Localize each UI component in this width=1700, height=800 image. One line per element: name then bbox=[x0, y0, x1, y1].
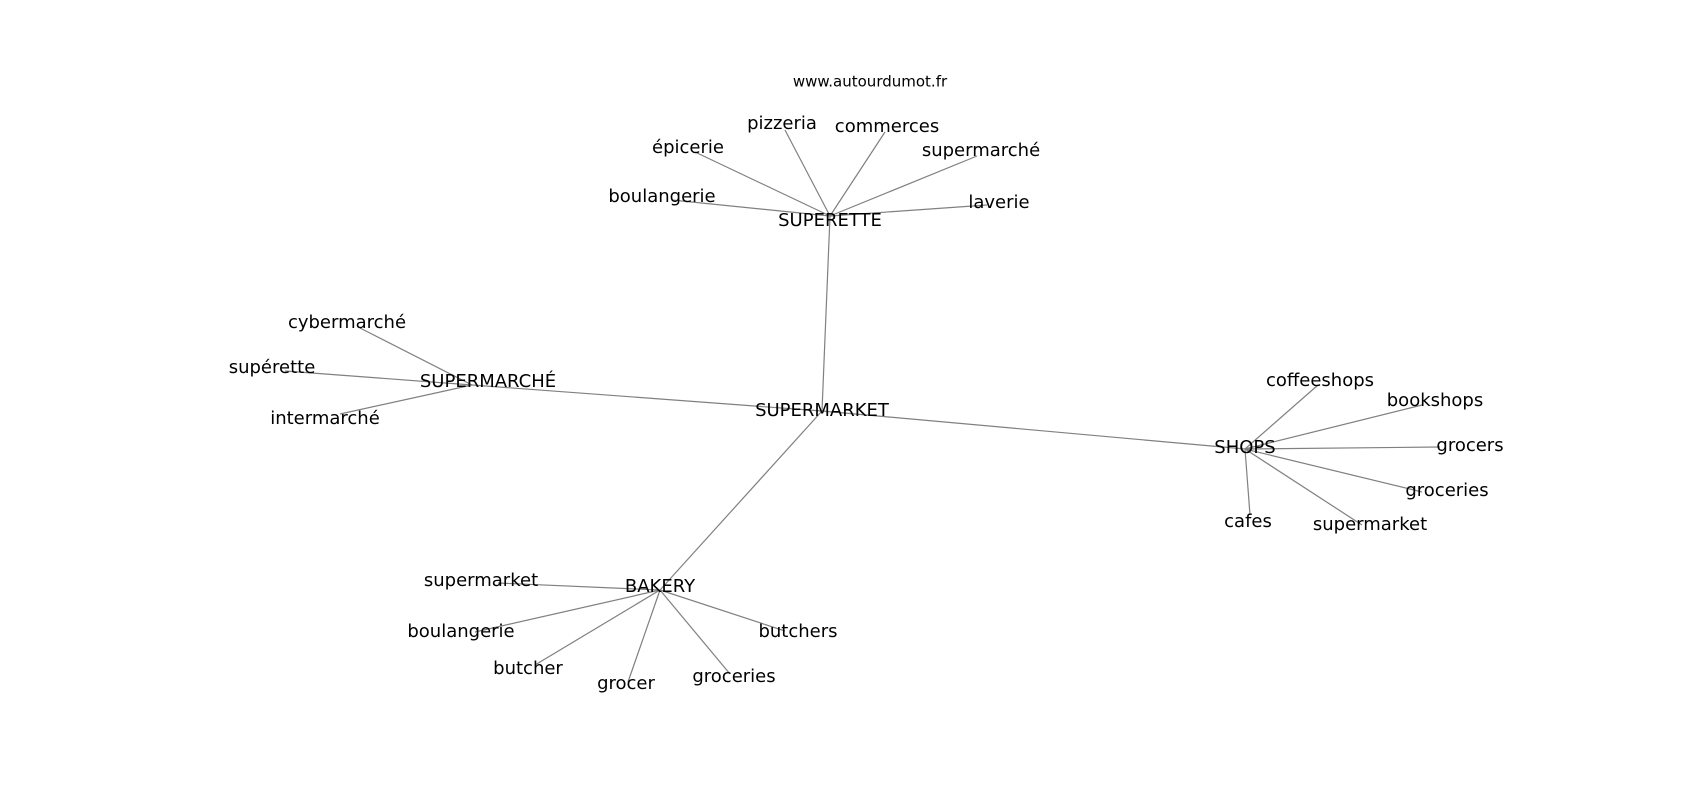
site-watermark: www.autourdumot.fr bbox=[793, 73, 948, 91]
leaf-edge bbox=[1244, 446, 1441, 450]
leaf-edge bbox=[829, 131, 886, 217]
leaf-edge bbox=[534, 589, 661, 666]
leaf-node: supermarché bbox=[922, 140, 1040, 161]
hub-node: SHOPS bbox=[1214, 437, 1275, 458]
leaf-node: commerces bbox=[835, 116, 939, 137]
leaf-node: butcher bbox=[493, 658, 563, 679]
leaf-node: épicerie bbox=[652, 137, 724, 158]
leaf-edge bbox=[829, 204, 988, 217]
hub-edge bbox=[659, 410, 823, 591]
leaf-node: boulangerie bbox=[608, 186, 715, 207]
center-node: SUPERMARKET bbox=[755, 400, 890, 421]
leaf-node: boulangerie bbox=[407, 621, 514, 642]
leaf-node: laverie bbox=[968, 192, 1029, 213]
leaf-edge bbox=[627, 589, 661, 683]
leaf-edge bbox=[1244, 384, 1319, 450]
leaf-node: coffeeshops bbox=[1266, 370, 1374, 391]
leaf-node: intermarché bbox=[270, 408, 380, 429]
leaf-edge bbox=[359, 327, 473, 386]
leaf-node: supérette bbox=[229, 357, 316, 378]
leaf-node: butchers bbox=[758, 621, 837, 642]
leaf-edge bbox=[671, 199, 831, 217]
leaf-node: groceries bbox=[692, 666, 775, 687]
leaf-edge bbox=[659, 589, 731, 675]
leaf-node: groceries bbox=[1405, 480, 1488, 501]
hub-node: SUPERMARCHÉ bbox=[420, 370, 556, 392]
leaf-edge bbox=[784, 129, 831, 217]
leaf-edge bbox=[497, 582, 661, 591]
leaf-node: cybermarché bbox=[288, 312, 406, 333]
hub-edge bbox=[471, 384, 823, 412]
leaf-edge bbox=[659, 589, 786, 632]
leaf-edge bbox=[284, 370, 473, 386]
leaf-edge bbox=[1244, 448, 1251, 516]
leaf-node: grocer bbox=[597, 673, 655, 694]
leaf-edge bbox=[474, 589, 661, 633]
leaf-edge bbox=[829, 155, 978, 217]
hub-node: BAKERY bbox=[625, 576, 696, 597]
labels: www.autourdumot.fr SUPERMARKET SUPERETTE b… bbox=[229, 73, 1504, 695]
hub-edge bbox=[821, 215, 831, 412]
leaf-node: supermarket bbox=[1313, 514, 1427, 535]
leaf-edge bbox=[1244, 404, 1423, 450]
leaf-node: supermarket bbox=[424, 570, 538, 591]
leaf-edge bbox=[339, 384, 473, 415]
leaf-node: bookshops bbox=[1387, 390, 1483, 411]
leaf-node: grocers bbox=[1436, 435, 1503, 456]
leaf-node: cafes bbox=[1224, 511, 1272, 532]
leaf-edge bbox=[1244, 448, 1363, 526]
hub-node: SUPERETTE bbox=[778, 210, 882, 231]
hub-edge bbox=[821, 410, 1246, 450]
edges bbox=[284, 129, 1441, 683]
leaf-node: pizzeria bbox=[747, 113, 817, 134]
leaf-edge bbox=[694, 151, 831, 217]
leaf-edge bbox=[1244, 448, 1423, 493]
